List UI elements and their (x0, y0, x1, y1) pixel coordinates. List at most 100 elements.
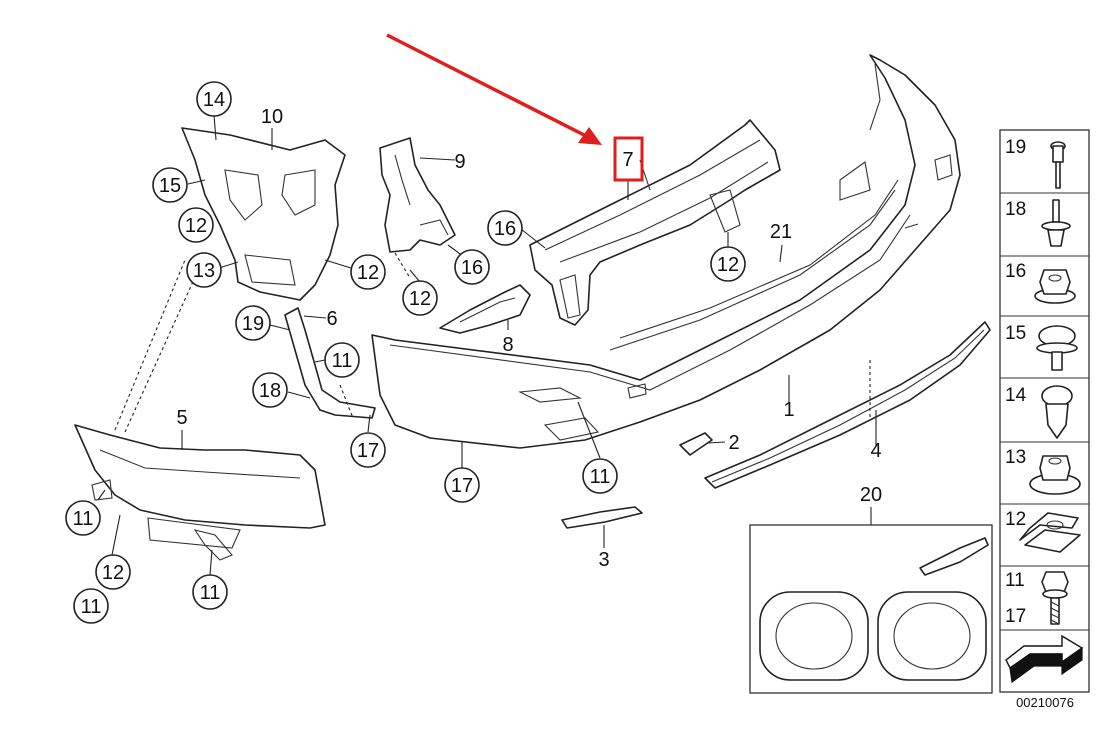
callout-12-b: 12 (350, 254, 386, 290)
svg-text:13: 13 (1005, 447, 1026, 468)
panel-row-16: 16 (1005, 261, 1076, 304)
svg-text:2: 2 (728, 432, 739, 454)
svg-text:18: 18 (259, 380, 281, 402)
svg-text:8: 8 (502, 334, 513, 356)
callout-1: 1 (783, 399, 794, 421)
svg-text:17: 17 (357, 440, 379, 462)
rivet-icon (1050, 141, 1066, 189)
leader-lines (97, 114, 877, 576)
callout-18: 18 (252, 372, 288, 408)
callout-3: 3 (598, 549, 609, 571)
svg-text:12: 12 (185, 215, 207, 237)
svg-text:11: 11 (200, 582, 221, 604)
part-20-inset (749, 524, 993, 694)
part-9-guide (379, 137, 456, 253)
highlight-arrow (386, 33, 602, 145)
flange-nut-icon (1029, 455, 1081, 495)
callout-11-b: 11 (582, 458, 618, 494)
svg-text:13: 13 (193, 260, 215, 282)
panel-row-19: 19 (1005, 137, 1066, 189)
part-3-reflector (561, 506, 643, 529)
svg-text:6: 6 (326, 308, 337, 330)
callout-5: 5 (176, 407, 187, 429)
svg-text:16: 16 (494, 218, 516, 240)
callout-12-c: 12 (402, 280, 438, 316)
part-4-trim-strip (704, 321, 991, 489)
expanding-rivet-icon (1041, 199, 1071, 247)
svg-text:17: 17 (451, 475, 473, 497)
part-8-holder (439, 284, 531, 334)
svg-text:16: 16 (1005, 261, 1026, 282)
svg-text:14: 14 (1005, 385, 1027, 406)
callout-12-e: 12 (95, 554, 131, 590)
callout-17-b: 17 (444, 467, 480, 503)
callout-2: 2 (728, 432, 739, 454)
part-6-strut (284, 307, 376, 419)
callout-6: 6 (326, 308, 337, 330)
callout-17-a: 17 (350, 432, 386, 468)
callout-19: 19 (235, 305, 271, 341)
svg-text:5: 5 (176, 407, 187, 429)
fastener-panel: 19 18 16 15 (999, 129, 1090, 693)
svg-text:9: 9 (454, 151, 465, 173)
callout-21: 21 (770, 221, 792, 243)
svg-text:12: 12 (102, 562, 124, 584)
svg-text:17: 17 (1005, 606, 1026, 627)
callout-9: 9 (454, 151, 465, 173)
svg-text:20: 20 (860, 484, 882, 506)
svg-text:12: 12 (1005, 509, 1026, 530)
svg-text:11: 11 (1005, 570, 1025, 591)
callout-15: 15 (152, 167, 188, 203)
callout-11-a: 11 (324, 342, 360, 378)
svg-text:12: 12 (357, 262, 379, 284)
part-10-mount (181, 127, 346, 301)
callout-11-c: 11 (65, 500, 101, 536)
callout-14: 14 (196, 81, 232, 117)
callout-16-a: 16 (487, 210, 523, 246)
svg-text:11: 11 (332, 350, 353, 372)
svg-text:4: 4 (870, 440, 881, 462)
washer-screw-icon (1036, 325, 1078, 371)
part-2-cap (679, 432, 713, 456)
callout-11-e: 11 (192, 574, 228, 610)
clip-nut-icon (1019, 512, 1081, 553)
svg-text:14: 14 (203, 89, 225, 111)
part-5-side-cover (74, 424, 326, 561)
panel-row-18: 18 (1005, 199, 1071, 247)
callout-7-highlighted: 7 (613, 136, 644, 182)
panel-row-12: 12 (1005, 509, 1081, 553)
callout-10: 10 (261, 106, 283, 128)
svg-text:1: 1 (783, 399, 794, 421)
svg-text:18: 18 (1005, 199, 1026, 220)
svg-text:15: 15 (159, 175, 181, 197)
svg-text:16: 16 (461, 257, 483, 279)
part-1-bumper-cover (371, 54, 961, 449)
svg-text:7: 7 (622, 149, 633, 171)
callout-16-b: 16 (454, 249, 490, 285)
panel-row-11-17: 11 17 (1005, 570, 1069, 627)
panel-row-13: 13 (1005, 447, 1081, 495)
part-7-bracket (529, 119, 781, 326)
callout-13: 13 (186, 252, 222, 288)
callout-12-d: 12 (710, 246, 746, 282)
svg-text:21: 21 (770, 221, 792, 243)
panel-row-arrow (1005, 634, 1084, 684)
doc-number: 00210076 (1016, 695, 1074, 710)
svg-text:11: 11 (81, 596, 102, 618)
arrow-icon (1005, 634, 1084, 684)
svg-text:12: 12 (717, 254, 739, 276)
callout-20: 20 (860, 484, 882, 506)
panel-row-15: 15 (1005, 323, 1078, 371)
svg-text:12: 12 (409, 288, 431, 310)
hex-nut-icon (1034, 269, 1076, 304)
svg-text:19: 19 (242, 313, 264, 335)
callout-8: 8 (502, 334, 513, 356)
svg-text:11: 11 (590, 466, 611, 488)
assembly-lines (114, 252, 871, 433)
svg-text:15: 15 (1005, 323, 1026, 344)
svg-text:3: 3 (598, 549, 609, 571)
svg-text:19: 19 (1005, 137, 1026, 158)
callout-4: 4 (870, 440, 881, 462)
